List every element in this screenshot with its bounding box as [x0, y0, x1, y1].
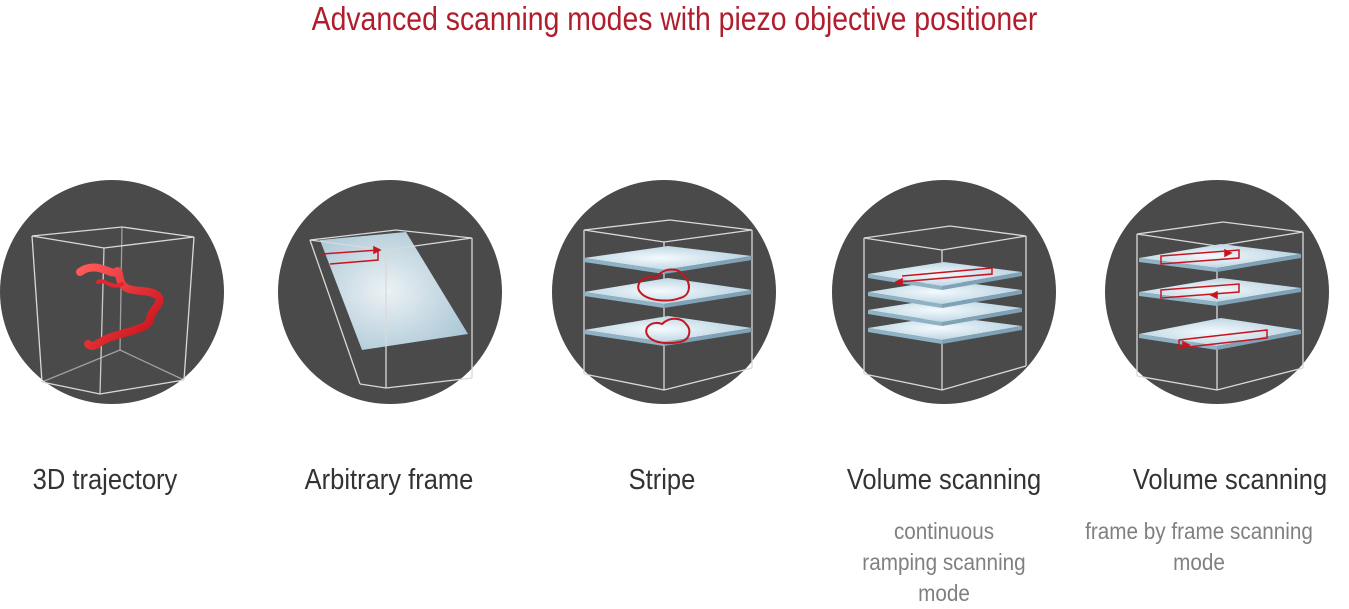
- stacked-planes-icon: [832, 180, 1056, 404]
- stripe-planes-icon: [552, 180, 776, 404]
- mode-sublabel-4: continuous ramping scanning mode: [862, 518, 1026, 606]
- frame-planes-icon: [1105, 180, 1329, 404]
- mode-label-2: Arbitrary frame: [304, 464, 474, 496]
- diagram-title: Advanced scanning modes with piezo objec…: [311, 0, 1038, 37]
- mode-sublabel-5: frame by frame scanning mode: [1085, 518, 1313, 575]
- mode-label-4: Volume scanning: [846, 464, 1042, 496]
- tilted-plane-icon: [278, 180, 502, 404]
- mode-label-1: 3D trajectory: [32, 464, 178, 496]
- trajectory-icon: [0, 180, 224, 404]
- mode-label-5: Volume scanning: [1132, 464, 1328, 496]
- mode-label-3: Stripe: [628, 464, 696, 496]
